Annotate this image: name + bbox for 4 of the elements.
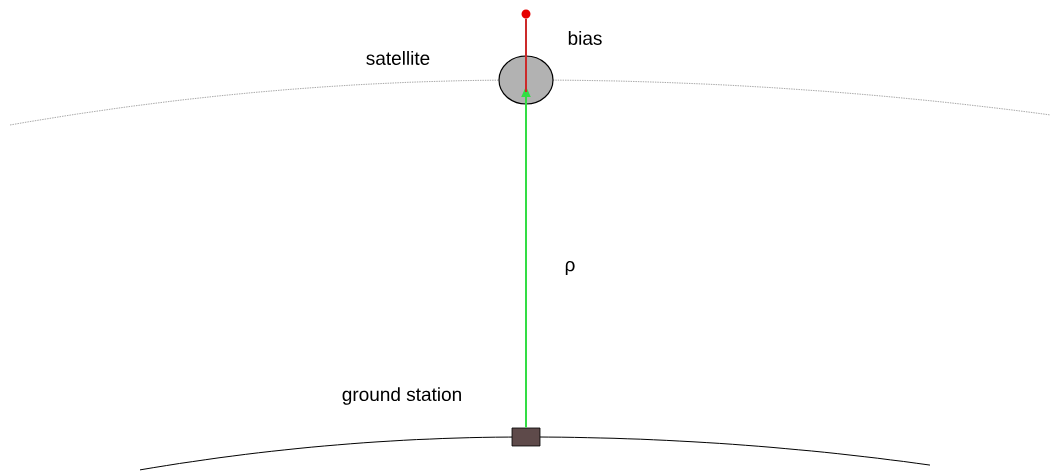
edge-label: ρ xyxy=(565,260,575,276)
node-label: satellite xyxy=(366,51,430,65)
node-label: ground station xyxy=(342,387,461,405)
edge-label: bias xyxy=(568,31,602,45)
